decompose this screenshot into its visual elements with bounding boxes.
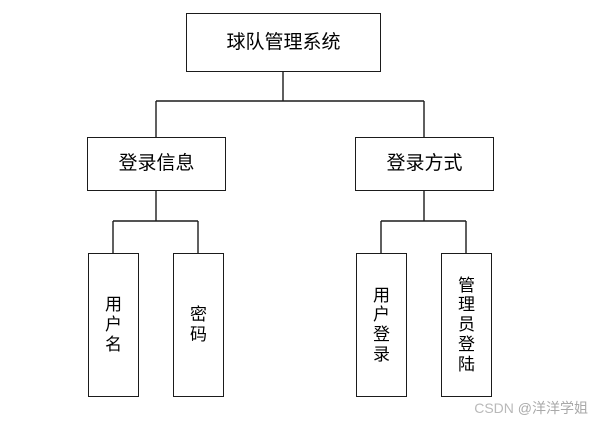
node-admin-login[interactable]: 管理员登陆	[441, 253, 492, 397]
node-user-login[interactable]: 用户登录	[356, 253, 407, 397]
node-password-label: 密码	[190, 305, 207, 344]
watermark-prefix: CSDN	[474, 400, 518, 416]
node-login-info[interactable]: 登录信息	[87, 137, 226, 191]
node-user-login-label: 用户登录	[373, 285, 390, 364]
watermark: CSDN @洋洋学姐	[474, 398, 588, 418]
watermark-handle: @洋洋学姐	[517, 400, 588, 416]
node-username-label: 用户名	[105, 295, 122, 354]
node-root[interactable]: 球队管理系统	[186, 13, 381, 72]
node-login-method[interactable]: 登录方式	[355, 137, 494, 191]
node-username[interactable]: 用户名	[88, 253, 139, 397]
node-admin-login-label: 管理员登陆	[458, 275, 475, 374]
node-password[interactable]: 密码	[173, 253, 224, 397]
